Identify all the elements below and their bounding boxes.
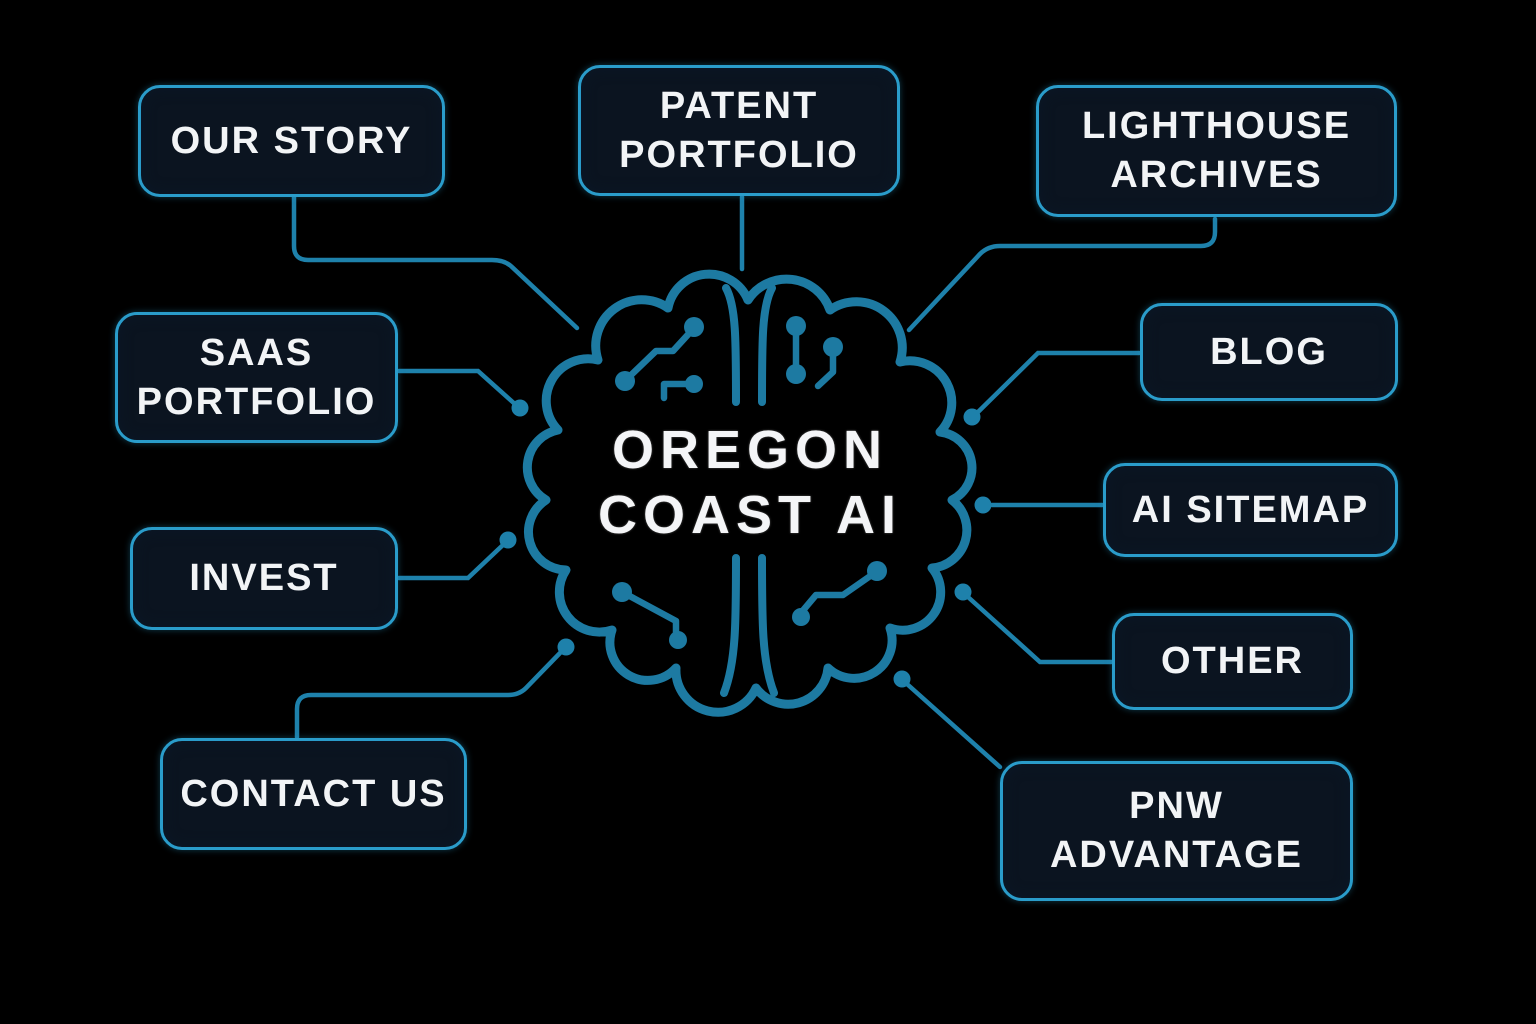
- connector-invest: [396, 541, 507, 581]
- connector-contact-us: [294, 649, 564, 740]
- connector-end-dots: [499, 399, 992, 688]
- brain-circuit-icon: [522, 269, 977, 717]
- node-contact-us[interactable]: CONTACT US: [160, 738, 467, 850]
- node-saas-portfolio[interactable]: SAAS PORTFOLIO: [115, 312, 398, 443]
- node-ai-sitemap[interactable]: AI SITEMAP: [1103, 463, 1398, 557]
- node-label: PATENT PORTFOLIO: [619, 84, 859, 176]
- node-lighthouse-archives[interactable]: LIGHTHOUSE ARCHIVES: [1036, 85, 1397, 217]
- node-pnw-advantage[interactable]: PNW ADVANTAGE: [1000, 761, 1353, 901]
- node-label: BLOG: [1210, 330, 1328, 373]
- node-blog[interactable]: BLOG: [1140, 303, 1398, 401]
- node-label: AI SITEMAP: [1131, 488, 1370, 531]
- node-our-story[interactable]: OUR STORY: [138, 85, 445, 197]
- node-invest[interactable]: INVEST: [130, 527, 398, 630]
- node-label: CONTACT US: [180, 772, 447, 815]
- node-label: INVEST: [189, 557, 339, 600]
- connector-lighthouse-archives: [906, 216, 1218, 333]
- node-label: OUR STORY: [170, 119, 413, 162]
- node-label: PNW ADVANTAGE: [1049, 785, 1304, 876]
- connector-pnw-advantage: [904, 681, 1003, 770]
- connector-blog: [974, 350, 1142, 416]
- node-label: SAAS PORTFOLIO: [136, 331, 377, 423]
- connector-saas-portfolio: [396, 368, 519, 408]
- node-label: OTHER: [1161, 640, 1304, 683]
- node-patent-portfolio[interactable]: PATENT PORTFOLIO: [578, 65, 900, 196]
- node-label: LIGHTHOUSE ARCHIVES: [1081, 105, 1352, 196]
- node-other[interactable]: OTHER: [1112, 613, 1353, 710]
- connector-our-story: [291, 194, 580, 331]
- connector-other: [965, 594, 1114, 665]
